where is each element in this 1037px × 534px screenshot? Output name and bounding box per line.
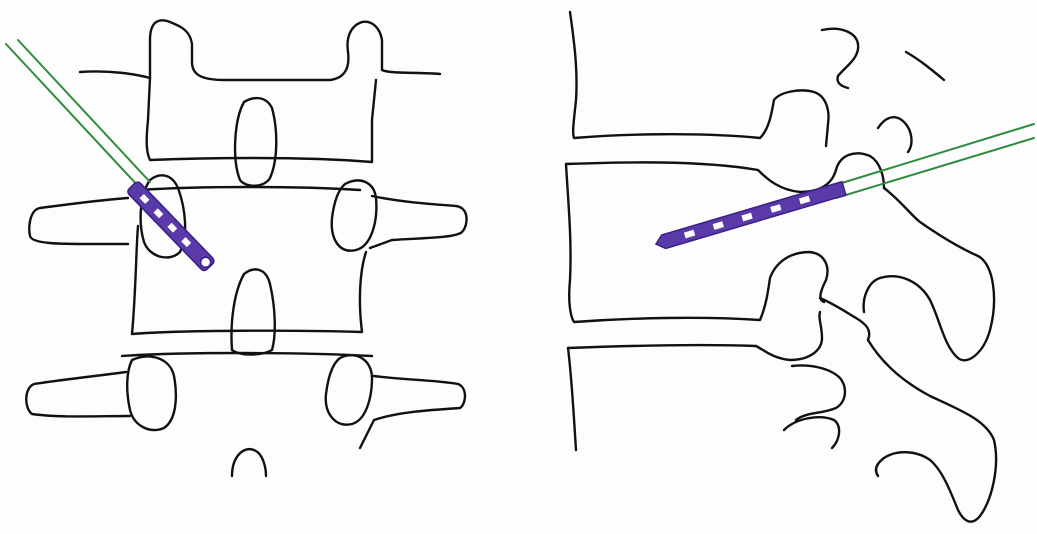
lateral-target-body	[566, 164, 827, 322]
lateral-upper-facet	[822, 29, 858, 88]
lateral-target-vertebra	[566, 117, 994, 360]
lateral-spinous-process	[864, 188, 994, 360]
guide-wire-ap-line-2	[18, 40, 150, 182]
lateral-lower-facet	[784, 417, 839, 448]
lower-left-transverse-process	[26, 372, 130, 417]
lateral-upper-vertebra	[570, 12, 944, 146]
lateral-lower-pedicle	[792, 366, 845, 421]
guide-wire-lateral-line-1	[832, 124, 1034, 186]
panel-lateral-view	[566, 12, 1034, 522]
lateral-lower-vertebra	[568, 312, 996, 522]
panel-ap-view	[6, 20, 467, 476]
right-transverse-process	[370, 196, 467, 248]
right-pedicle	[332, 180, 377, 250]
lateral-lower-spinous-process	[868, 340, 996, 522]
upper-vertebra-body	[147, 78, 376, 162]
lateral-lower-anterior	[568, 348, 576, 450]
target-vertebra-top-edge	[140, 187, 360, 190]
lateral-upper-lamina	[906, 52, 944, 80]
left-transverse-process	[29, 198, 128, 244]
lower-right-transverse-process	[360, 376, 465, 448]
upper-spinous-process	[235, 98, 276, 186]
guide-wire-ap-line-1	[6, 44, 140, 188]
target-spinous-process	[232, 269, 275, 354]
lower-right-pedicle	[326, 355, 372, 424]
lateral-superior-articular	[878, 117, 911, 152]
lateral-upper-body	[570, 12, 828, 146]
probe-ap	[126, 180, 215, 272]
lower-spinous-process	[232, 449, 266, 476]
lower-left-pedicle	[127, 357, 176, 430]
upper-vertebra-top	[80, 20, 440, 80]
guide-wire-ap	[6, 40, 150, 188]
target-vertebra-body	[132, 226, 366, 334]
target-vertebra	[29, 175, 466, 354]
guide-wire-lateral	[832, 124, 1034, 198]
guide-wire-lateral-line-2	[836, 138, 1034, 198]
probe-lateral	[654, 182, 846, 251]
lateral-inferior-articular	[820, 298, 869, 340]
lower-vertebra	[26, 353, 465, 476]
upper-vertebra	[80, 20, 440, 185]
